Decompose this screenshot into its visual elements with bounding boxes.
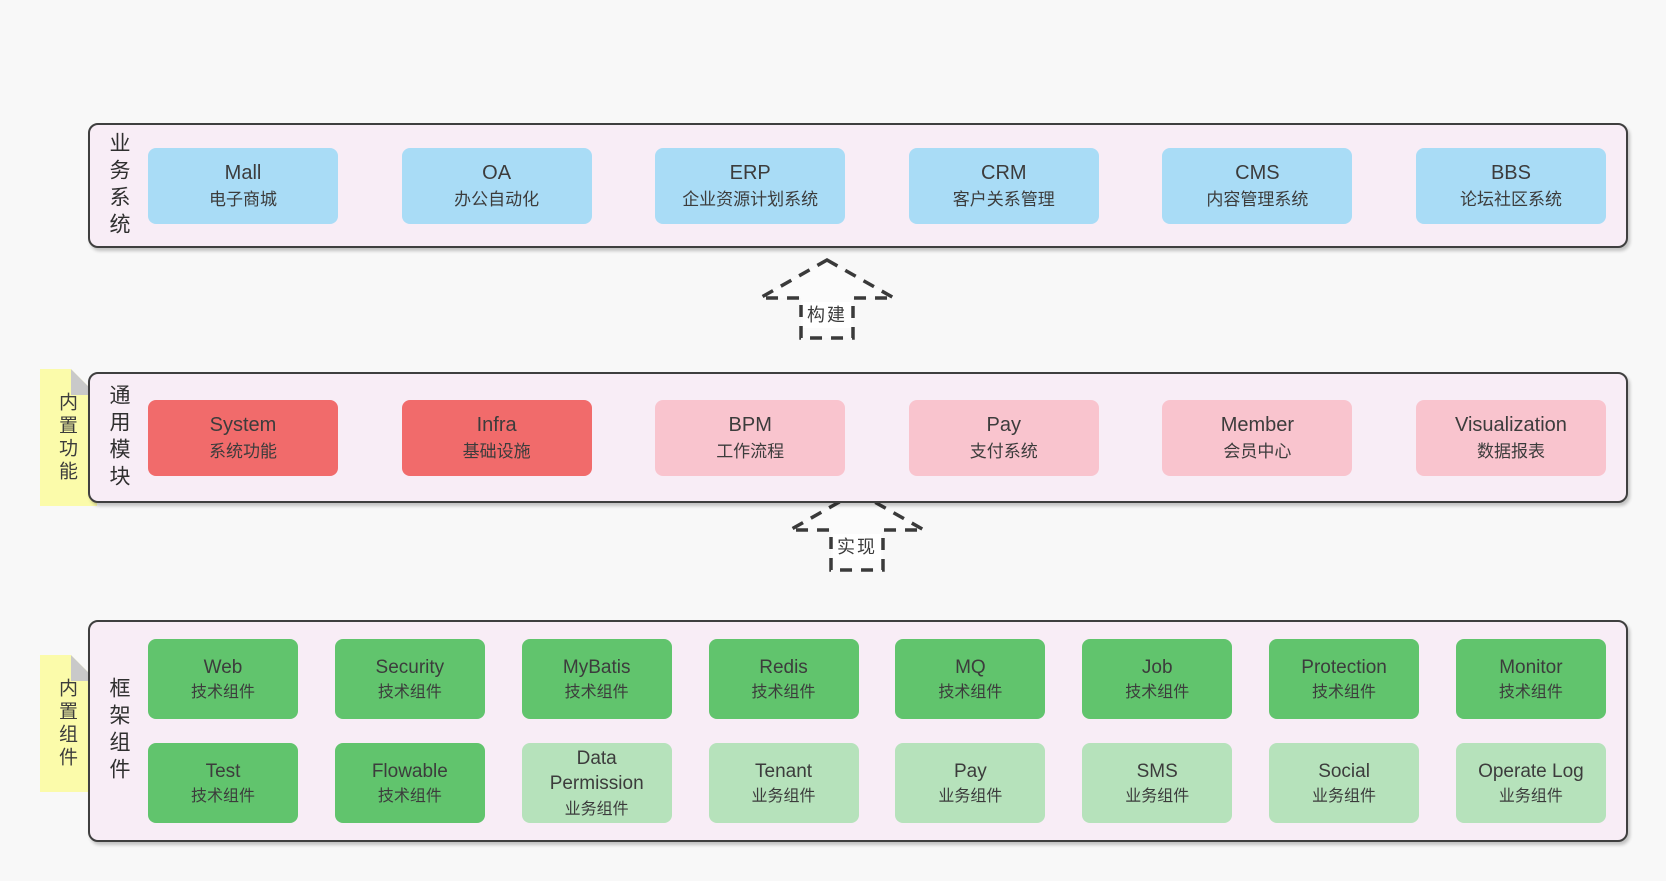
box-web: Web 技术组件 — [148, 639, 298, 719]
box-mybatis: MyBatis 技术组件 — [521, 639, 672, 719]
arrow-label: 实现 — [837, 537, 877, 557]
box-oa: OA 办公自动化 — [401, 147, 592, 224]
box-infra: Infra 基础设施 — [401, 399, 592, 476]
box-redis: Redis 技术组件 — [708, 639, 859, 719]
box-test: Test 技术组件 — [148, 743, 298, 823]
box-monitor: Monitor 技术组件 — [1455, 639, 1606, 719]
framework-components-row-1: Web 技术组件 Security 技术组件 MyBatis 技术组件 Redi… — [148, 639, 1606, 719]
box-protection: Protection 技术组件 — [1269, 639, 1420, 719]
arrow-label-backdrop — [803, 302, 851, 328]
box-bbs: BBS 论坛社区系统 — [1415, 147, 1606, 224]
panel-label-common-modules: 通用模块 — [107, 383, 130, 492]
box-job: Job 技术组件 — [1082, 639, 1233, 719]
build-arrow: 构建 — [757, 257, 897, 340]
box-mall: Mall 电子商城 — [148, 147, 338, 224]
box-pay: Pay 支付系统 — [908, 399, 1099, 476]
box-bpm: BPM 工作流程 — [655, 399, 846, 476]
business-systems-row: Mall 电子商城 OA 办公自动化 ERP 企业资源计划系统 CRM 客户关系… — [146, 125, 1626, 246]
implement-arrow: 实现 — [787, 489, 927, 572]
box-social: Social 业务组件 — [1269, 743, 1420, 823]
framework-components-row-2: Test 技术组件 Flowable 技术组件 Data Permission … — [148, 743, 1606, 823]
box-cms: CMS 内容管理系统 — [1162, 147, 1353, 224]
panel-label-framework-components: 框架组件 — [107, 677, 130, 785]
dashed-up-arrow-shape — [757, 257, 897, 340]
box-system: System 系统功能 — [148, 399, 338, 476]
box-erp: ERP 企业资源计划系统 — [655, 147, 846, 224]
panel-business-systems: 业务系统 Mall 电子商城 OA 办公自动化 ERP 企业资源计划系统 CRM… — [88, 123, 1628, 248]
panel-framework-components: 框架组件 Web 技术组件 Security 技术组件 MyBatis 技术组件… — [88, 620, 1628, 842]
box-tenant: Tenant 业务组件 — [708, 743, 859, 823]
arrow-label: 构建 — [807, 305, 847, 325]
box-mq: MQ 技术组件 — [895, 639, 1046, 719]
sticky-tab-label: 内置组件 — [56, 677, 77, 770]
box-security: Security 技术组件 — [334, 639, 485, 719]
box-crm: CRM 客户关系管理 — [908, 147, 1099, 224]
common-modules-row: System 系统功能 Infra 基础设施 BPM 工作流程 Pay 支付系统… — [146, 374, 1626, 501]
box-data-permission: Data Permission 业务组件 — [521, 743, 672, 823]
box-sms: SMS 业务组件 — [1082, 743, 1233, 823]
framework-components-rows: Web 技术组件 Security 技术组件 MyBatis 技术组件 Redi… — [146, 622, 1626, 840]
arrow-label-backdrop — [833, 534, 881, 560]
box-flowable: Flowable 技术组件 — [334, 743, 485, 823]
box-pay: Pay 业务组件 — [895, 743, 1046, 823]
box-member: Member 会员中心 — [1162, 399, 1353, 476]
dashed-up-arrow-shape — [787, 489, 927, 572]
sticky-tab-label: 内置功能 — [56, 391, 77, 484]
panel-label-business-systems: 业务系统 — [107, 131, 130, 240]
box-visualization: Visualization 数据报表 — [1415, 399, 1606, 476]
panel-common-modules: 通用模块 System 系统功能 Infra 基础设施 BPM 工作流程 Pay… — [88, 372, 1628, 503]
box-operate-log: Operate Log 业务组件 — [1455, 743, 1606, 823]
